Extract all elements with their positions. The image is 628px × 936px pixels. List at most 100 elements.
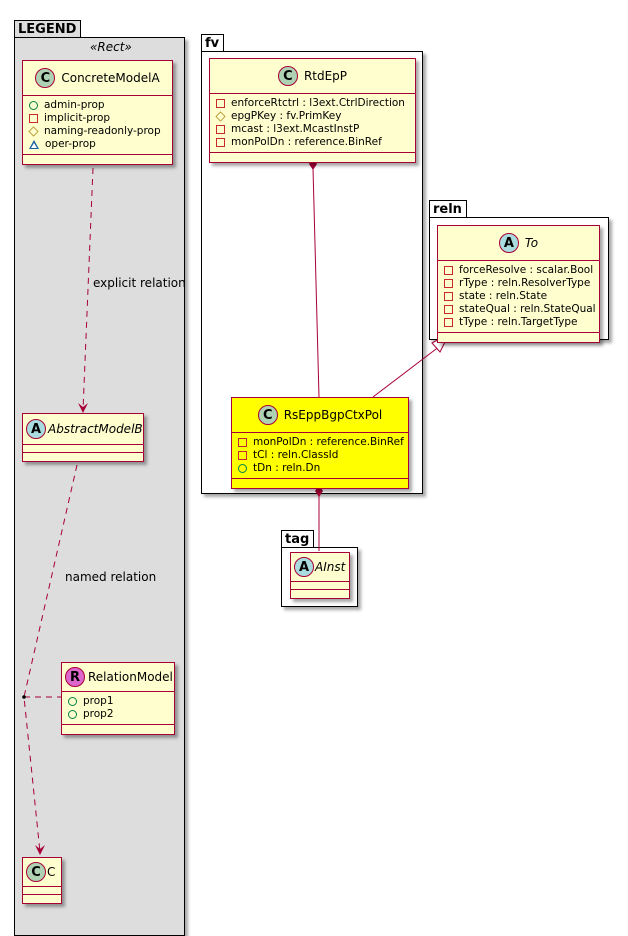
- class-header: C C: [23, 858, 61, 887]
- class-attributes: [23, 887, 61, 895]
- abstract-badge-icon: A: [498, 233, 519, 253]
- class-name: To: [524, 236, 539, 250]
- package-tab: LEGEND: [14, 20, 82, 37]
- package-body: [14, 37, 185, 936]
- class-header: A AInst: [291, 553, 349, 582]
- package-stereotype: «Rect»: [90, 40, 132, 54]
- attribute: monPolDn : reference.BinRef: [238, 436, 404, 449]
- class-name: RelationModel: [88, 670, 173, 684]
- attribute-text: oper-prop: [45, 138, 96, 150]
- private-icon: [216, 99, 225, 108]
- class-attributes: forceResolve : scalar.Bool rType : reln.…: [438, 261, 599, 333]
- attribute: stateQual : reln.StateQual: [444, 303, 596, 316]
- class-header: C RsEppBgpCtxPol: [232, 398, 408, 433]
- class-c[interactable]: C C: [22, 857, 62, 904]
- class-name: RtdEpP: [303, 69, 348, 83]
- class-badge-icon: C: [35, 68, 56, 88]
- class-name: AInst: [315, 560, 346, 574]
- class-header: A To: [438, 226, 599, 261]
- attribute-text: enforceRtctrl : l3ext.CtrlDirection: [231, 97, 405, 109]
- class-methods: [23, 453, 143, 461]
- attribute-text: implicit-prop: [44, 112, 111, 124]
- private-icon: [444, 305, 453, 314]
- attribute-text: stateQual : reln.StateQual: [459, 303, 596, 315]
- attribute: implicit-prop: [29, 112, 166, 125]
- class-methods: [438, 333, 599, 342]
- class-rs-epp-bgp-ctx-pol[interactable]: C RsEppBgpCtxPol monPolDn : reference.Bi…: [231, 397, 409, 489]
- class-badge-icon: C: [26, 862, 46, 882]
- public-icon: [238, 464, 247, 473]
- attribute-text: forceResolve : scalar.Bool: [459, 264, 594, 276]
- attribute: enforceRtctrl : l3ext.CtrlDirection: [216, 97, 409, 110]
- arrowhead: [35, 845, 45, 855]
- private-icon: [444, 266, 453, 275]
- class-name: RsEppBgpCtxPol: [283, 408, 383, 422]
- class-attributes: [23, 445, 143, 453]
- class-concrete-model-a[interactable]: C ConcreteModelA admin-prop implicit-pro…: [22, 60, 173, 165]
- attribute-text: rType : reln.ResolverType: [459, 277, 591, 289]
- package-visibility-icon: [29, 140, 39, 149]
- relation-badge-icon: R: [65, 667, 85, 687]
- attribute: naming-readonly-prop: [28, 125, 166, 138]
- class-methods: [23, 895, 61, 903]
- public-icon: [68, 710, 77, 719]
- attribute-text: naming-readonly-prop: [44, 125, 161, 137]
- attribute-text: monPolDn : reference.BinRef: [253, 436, 404, 448]
- package-tab: reln: [429, 200, 467, 217]
- attribute-text: monPolDn : reference.BinRef: [231, 136, 382, 148]
- class-ainst[interactable]: A AInst: [290, 552, 350, 599]
- class-header: C RtdEpP: [210, 59, 415, 94]
- public-icon: [68, 697, 77, 706]
- class-relation-model[interactable]: R RelationModel prop1 prop2: [61, 662, 175, 735]
- private-icon: [238, 438, 247, 447]
- class-methods: [232, 479, 408, 488]
- class-to[interactable]: A To forceResolve : scalar.Bool rType : …: [437, 225, 600, 343]
- attribute-text: state : reln.State: [459, 290, 548, 302]
- abstract-badge-icon: A: [26, 419, 46, 439]
- package-tab: fv: [201, 34, 225, 51]
- class-badge-icon: C: [277, 66, 298, 86]
- named-relation-edge: [23, 464, 78, 853]
- attribute: state : reln.State: [444, 290, 593, 303]
- private-icon: [444, 318, 453, 327]
- class-name: ConcreteModelA: [61, 71, 160, 85]
- explicit-relation-label: explicit relation: [93, 276, 186, 290]
- protected-icon: [28, 126, 39, 137]
- class-attributes: admin-prop implicit-prop naming-readonly…: [23, 96, 172, 155]
- attribute: tType : reln.TargetType: [444, 316, 593, 329]
- class-attributes: monPolDn : reference.BinRef tCl : reln.C…: [232, 433, 408, 479]
- attribute-text: tType : reln.TargetType: [459, 316, 578, 328]
- class-name: AbstractModelB: [48, 422, 143, 436]
- composition-edge: [312, 167, 320, 398]
- attribute-text: prop2: [83, 708, 114, 720]
- private-icon: [216, 138, 225, 147]
- attribute: prop1: [68, 695, 168, 708]
- attribute: mcast : l3ext.McastInstP: [216, 123, 409, 136]
- class-attributes: prop1 prop2: [62, 692, 174, 725]
- class-methods: [62, 725, 174, 734]
- class-methods: [291, 590, 349, 598]
- attribute-text: tDn : reln.Dn: [253, 462, 321, 474]
- attribute-text: epgPKey : fv.PrimKey: [231, 110, 342, 122]
- attribute: oper-prop: [29, 138, 166, 151]
- class-abstract-model-b[interactable]: A AbstractModelB: [22, 413, 144, 462]
- package-tab: tag: [281, 530, 315, 547]
- class-methods: [210, 153, 415, 162]
- attribute-text: tCl : reln.ClassId: [253, 449, 339, 461]
- class-header: R RelationModel: [62, 663, 174, 692]
- private-icon: [238, 451, 247, 460]
- inheritance-edge: [372, 345, 441, 398]
- attribute-text: prop1: [83, 695, 114, 707]
- class-attributes: [291, 582, 349, 590]
- class-rtd-ep-p[interactable]: C RtdEpP enforceRtctrl : l3ext.CtrlDirec…: [209, 58, 416, 163]
- abstract-badge-icon: A: [294, 557, 314, 577]
- class-methods: [23, 155, 172, 164]
- class-attributes: enforceRtctrl : l3ext.CtrlDirection epgP…: [210, 94, 415, 153]
- attribute: epgPKey : fv.PrimKey: [215, 110, 409, 123]
- attribute: tDn : reln.Dn: [238, 462, 402, 475]
- class-header: C ConcreteModelA: [23, 61, 172, 96]
- arrowhead: [78, 403, 88, 413]
- private-icon: [216, 125, 225, 134]
- class-badge-icon: C: [257, 405, 278, 425]
